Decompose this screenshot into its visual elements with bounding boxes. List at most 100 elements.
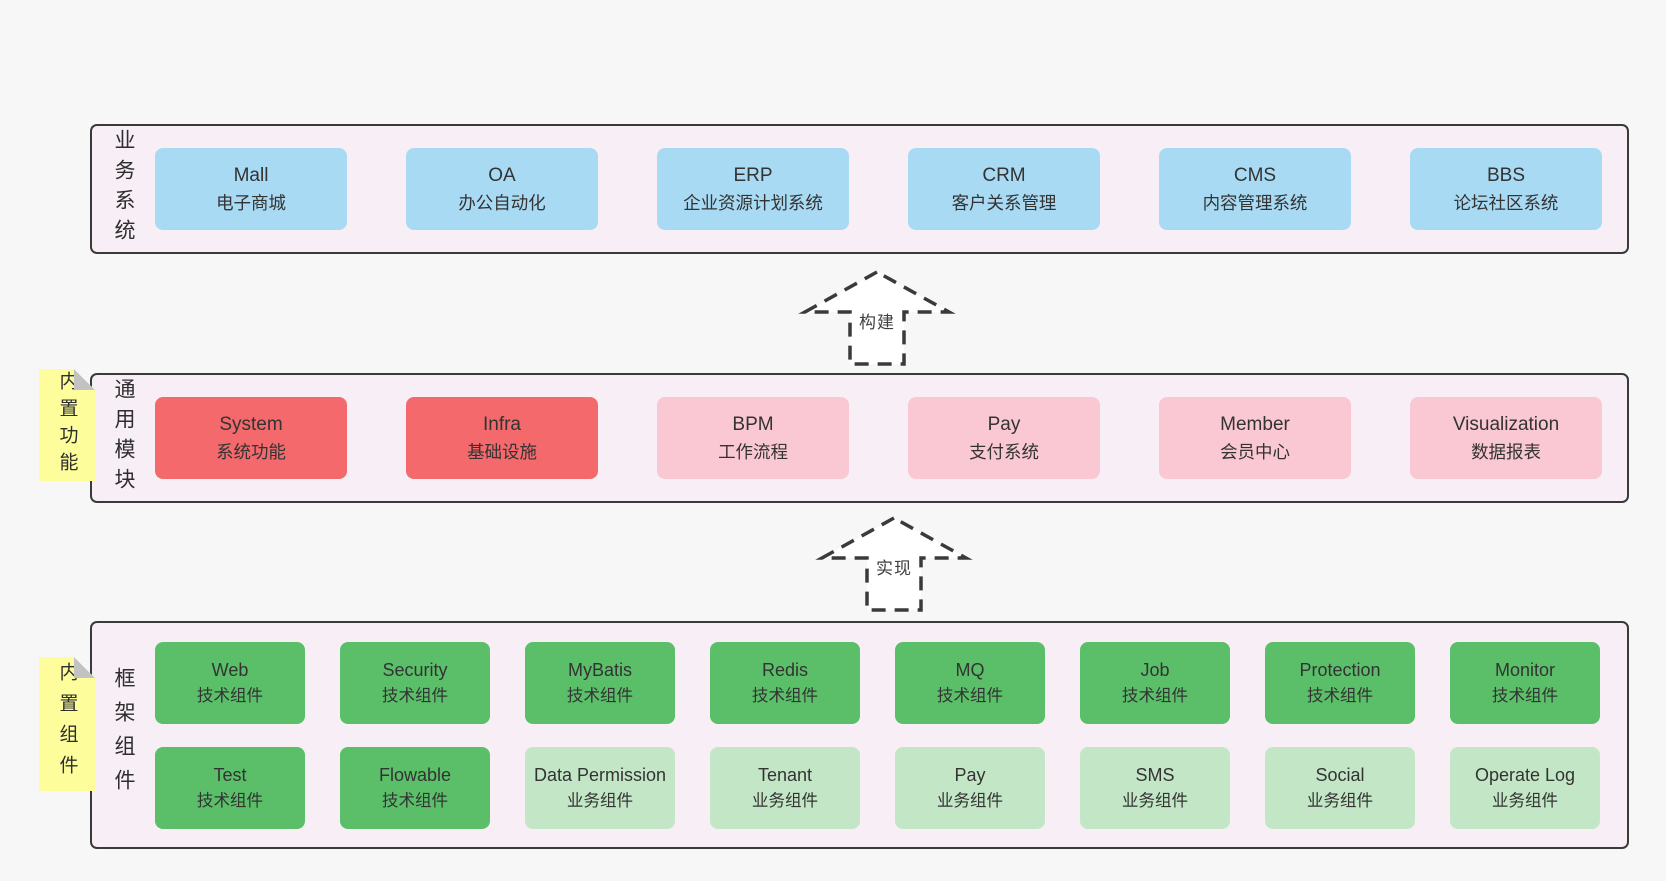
box-title: Job [1140, 659, 1170, 680]
box-cms: CMS 内容管理系统 [1159, 148, 1351, 230]
section-box-rows: System 系统功能 Infra 基础设施 BPM 工作流程 Pay 支付系统 Member 会… [92, 375, 1627, 501]
box-subtitle: 技术组件 [751, 685, 819, 705]
box-mybatis: MyBatis 技术组件 [525, 641, 675, 724]
box-data-permission: Data Permission 业务组件 [525, 746, 675, 829]
sticky-note-builtin-components: 内置组件 [39, 657, 95, 791]
box-infra: Infra 基础设施 [406, 397, 598, 479]
box-flowable: Flowable 技术组件 [340, 746, 490, 829]
box-pay: Pay 业务组件 [895, 746, 1045, 829]
box-subtitle: 内容管理系统 [1202, 193, 1308, 214]
box-title: Operate Log [1474, 764, 1576, 785]
box-subtitle: 技术组件 [381, 685, 449, 705]
box-subtitle: 支付系统 [969, 442, 1039, 463]
box-visualization: Visualization 数据报表 [1410, 397, 1602, 479]
box-title: Mall [233, 164, 269, 186]
box-title: CMS [1233, 164, 1277, 186]
box-title: Pay [987, 413, 1021, 435]
sticky-note-builtin-features: 内置功能 [39, 369, 95, 481]
box-web: Web 技术组件 [155, 641, 305, 724]
box-subtitle: 客户关系管理 [951, 193, 1057, 214]
arrow-label: 实现 [876, 559, 912, 578]
box-subtitle: 技术组件 [381, 790, 449, 810]
box-title: Visualization [1452, 413, 1560, 435]
box-crm: CRM 客户关系管理 [908, 148, 1100, 230]
box-title: Protection [1299, 659, 1381, 680]
arrow-implement: 实现 [814, 514, 974, 616]
box-subtitle: 电子商城 [216, 193, 286, 214]
box-tenant: Tenant 业务组件 [710, 746, 860, 829]
box-subtitle: 技术组件 [1121, 685, 1189, 705]
box-redis: Redis 技术组件 [710, 641, 860, 724]
box-title: MQ [955, 659, 985, 680]
box-subtitle: 会员中心 [1220, 442, 1290, 463]
box-job: Job 技术组件 [1080, 641, 1230, 724]
sticky-label: 内置功能 [56, 371, 78, 479]
box-title: Web [211, 659, 249, 680]
box-title: Social [1315, 764, 1365, 785]
box-title: Data Permission [533, 764, 667, 785]
box-bpm: BPM 工作流程 [657, 397, 849, 479]
box-subtitle: 技术组件 [196, 790, 264, 810]
box-title: SMS [1135, 764, 1175, 785]
box-subtitle: 业务组件 [566, 790, 634, 810]
box-subtitle: 基础设施 [467, 442, 537, 463]
box-sms: SMS 业务组件 [1080, 746, 1230, 829]
dashed-up-arrow-icon [815, 515, 973, 612]
box-subtitle: 技术组件 [566, 685, 634, 705]
box-title: BBS [1486, 164, 1526, 186]
box-social: Social 业务组件 [1265, 746, 1415, 829]
box-subtitle: 工作流程 [718, 442, 788, 463]
box-security: Security 技术组件 [340, 641, 490, 724]
box-title: Member [1220, 413, 1290, 435]
box-title: ERP [733, 164, 773, 186]
box-title: Monitor [1494, 659, 1556, 680]
box-title: OA [488, 164, 516, 186]
box-title: Pay [954, 764, 986, 785]
box-subtitle: 技术组件 [1306, 685, 1374, 705]
box-title: MyBatis [567, 659, 632, 680]
box-title: Test [213, 764, 247, 785]
arrow-label: 构建 [859, 313, 895, 332]
box-subtitle: 业务组件 [751, 790, 819, 810]
box-subtitle: 技术组件 [196, 685, 264, 705]
arrow-build: 构建 [797, 268, 957, 370]
box-monitor: Monitor 技术组件 [1450, 641, 1600, 724]
box-title: System [219, 413, 283, 435]
box-mall: Mall 电子商城 [155, 148, 347, 230]
box-row: System 系统功能 Infra 基础设施 BPM 工作流程 Pay 支付系统 Member 会… [92, 397, 1627, 479]
box-title: CRM [982, 164, 1026, 186]
box-title: Redis [761, 659, 809, 680]
box-title: Security [382, 659, 448, 680]
box-subtitle: 技术组件 [936, 685, 1004, 705]
box-mq: MQ 技术组件 [895, 641, 1045, 724]
box-title: Tenant [757, 764, 813, 785]
box-subtitle: 企业资源计划系统 [683, 193, 823, 214]
box-subtitle: 系统功能 [216, 442, 286, 463]
dashed-up-arrow-icon [798, 269, 956, 366]
box-subtitle: 业务组件 [936, 790, 1004, 810]
box-subtitle: 技术组件 [1491, 685, 1559, 705]
box-title: BPM [732, 413, 774, 435]
box-test: Test 技术组件 [155, 746, 305, 829]
box-subtitle: 业务组件 [1121, 790, 1189, 810]
box-title: Flowable [378, 764, 452, 785]
box-title: Infra [482, 413, 522, 435]
box-subtitle: 业务组件 [1306, 790, 1374, 810]
sticky-label: 内置组件 [56, 662, 78, 786]
box-member: Member 会员中心 [1159, 397, 1351, 479]
box-bbs: BBS 论坛社区系统 [1410, 148, 1602, 230]
box-system: System 系统功能 [155, 397, 347, 479]
box-subtitle: 论坛社区系统 [1453, 193, 1559, 214]
box-subtitle: 数据报表 [1471, 442, 1541, 463]
